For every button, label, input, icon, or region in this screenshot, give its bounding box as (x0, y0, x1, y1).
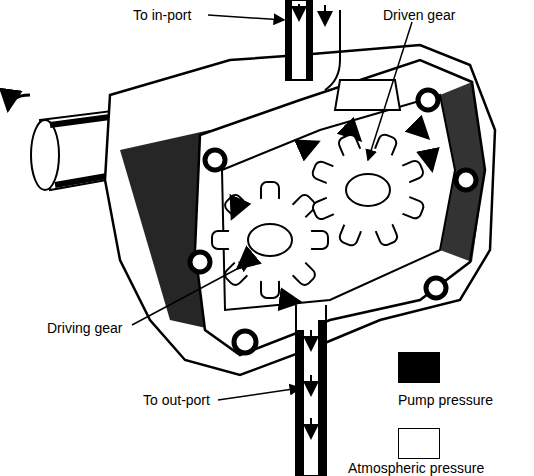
callout-label: To out-port (143, 392, 210, 408)
callout-label: Driving gear (47, 320, 122, 336)
driven-gear (311, 133, 425, 247)
driving-gear (212, 182, 328, 298)
callout-label: Driven gear (383, 7, 455, 23)
legend-text: Pump pressure (398, 392, 493, 408)
flow-arrows (232, 130, 432, 302)
legend-swatch (398, 428, 440, 459)
outlet-pipe (296, 305, 326, 476)
inlet-pipe (286, 0, 400, 150)
callout-label: To in-port (133, 7, 191, 23)
leader-lines (132, 15, 412, 400)
legend-swatch (398, 352, 440, 383)
legend-text: Atmospheric pressure (348, 460, 484, 476)
